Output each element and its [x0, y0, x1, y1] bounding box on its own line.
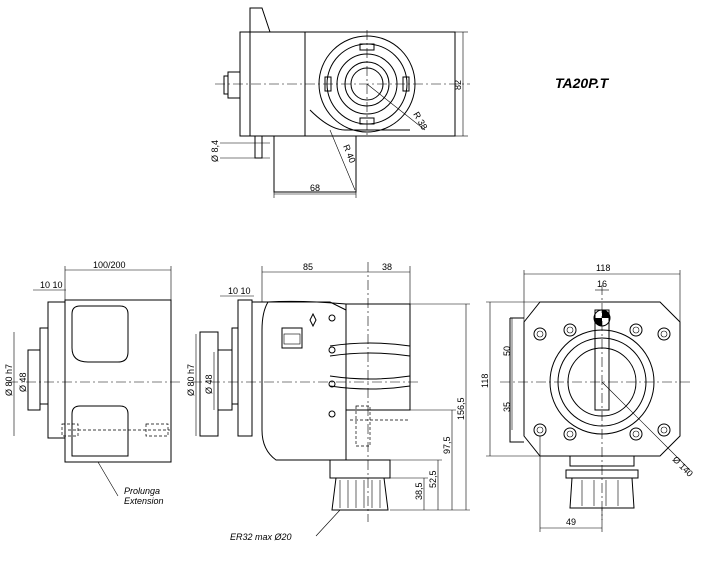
dim-d80h7-front: Ø 80 h7	[186, 364, 196, 396]
dim-d48-front: Ø 48	[204, 374, 214, 394]
dim-d84: Ø 8,4	[210, 140, 220, 162]
dim-118-top: 118	[596, 263, 610, 273]
top-view: 82 R 38 R 40 Ø 8,4 68	[210, 7, 470, 198]
dim-d140: Ø 140	[671, 454, 695, 478]
right-view-housing	[523, 301, 681, 457]
note-prolunga: Prolunga	[124, 486, 160, 496]
dim-38-front: 38	[382, 262, 392, 272]
dim-38-5: 38,5	[414, 482, 424, 500]
front-view: 85 38 10 10 Ø 80 h7 Ø 48 156,5 97,5 52,5…	[186, 262, 470, 542]
dim-10-10-front: 10 10	[228, 286, 251, 296]
dim-16: 16	[597, 279, 607, 289]
dim-d80h7-left: Ø 80 h7	[4, 364, 14, 396]
logo-plate	[281, 327, 303, 349]
collet-note: ER32 max Ø20	[230, 532, 292, 542]
dim-d48-left: Ø 48	[18, 372, 28, 392]
dim-10-10-left: 10 10	[40, 280, 63, 290]
dim-68: 68	[310, 183, 320, 193]
dim-97-5: 97,5	[442, 436, 452, 454]
note-extension: Extension	[124, 496, 164, 506]
dim-50: 50	[502, 346, 512, 356]
left-view: 100/200 10 10 Ø 80 h7 Ø 48 Prolunga Exte…	[4, 260, 180, 506]
dim-r40: R 40	[341, 143, 357, 164]
left-view-body	[64, 299, 172, 463]
top-view-lower-block	[273, 135, 357, 193]
dim-100-200: 100/200	[93, 260, 126, 270]
dim-52-5: 52,5	[428, 470, 438, 488]
collet-nut	[331, 477, 389, 511]
drawing-title: TA20P.T	[555, 75, 610, 91]
dim-118-side: 118	[480, 374, 490, 388]
right-view: 118 16 50 35 118 Ø 140 49	[480, 263, 695, 532]
dim-35: 35	[502, 402, 512, 412]
dim-85: 85	[303, 262, 313, 272]
dim-49: 49	[566, 517, 576, 527]
dim-82: 82	[453, 80, 463, 90]
dim-156-5: 156,5	[456, 397, 466, 420]
dim-r38: R 38	[411, 110, 429, 131]
